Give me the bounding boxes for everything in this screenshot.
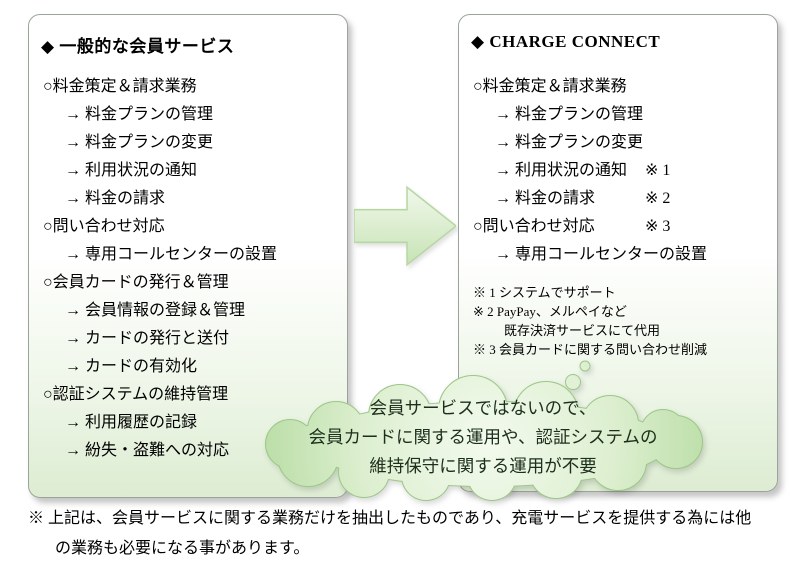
- panel-title-charge-connect: ◆ CHARGE CONNECT: [471, 32, 661, 51]
- service-item: → 利用履歴の記録: [65, 414, 198, 431]
- bubble-text: 会員サービスではないので、 会員カードに関する運用や、認証システムの 維持保守に…: [258, 394, 708, 481]
- service-item: ○会員カードの発行＆管理: [43, 274, 229, 291]
- general-service-panel: ◆ 一般的な会員サービス ○料金策定＆請求業務 → 料金プランの管理 → 料金プ…: [28, 14, 348, 498]
- service-item-text: → 料金の請求: [495, 190, 596, 207]
- service-item-text: → 利用状況の通知: [495, 162, 628, 179]
- flow-arrow: [354, 185, 456, 267]
- service-item: → 料金プランの変更: [65, 134, 214, 151]
- service-item-text: ○料金策定＆請求業務: [473, 78, 627, 95]
- note-mark: ※ 1: [645, 162, 671, 179]
- footer-line: の業務も必要になる事があります。: [55, 540, 310, 557]
- service-item: ○料金策定＆請求業務: [43, 78, 197, 95]
- service-item: → 専用コールセンターの設置: [65, 246, 278, 263]
- service-item: → 料金プランの管理: [65, 106, 214, 123]
- service-item: → 料金プランの変更: [473, 129, 771, 157]
- footnote-line: ※ 3 会員カードに関する問い合わせ削減: [473, 342, 708, 357]
- service-item: → 料金の請求 ※ 2: [473, 185, 771, 213]
- service-item: → 会員情報の登録＆管理: [65, 302, 246, 319]
- general-service-list: ○料金策定＆請求業務 → 料金プランの管理 → 料金プランの変更 → 利用状況の…: [43, 73, 341, 465]
- service-item: ○認証システムの維持管理: [43, 386, 229, 403]
- service-item-text: ○問い合わせ対応: [473, 218, 595, 235]
- service-item: → 利用状況の通知 ※ 1: [473, 157, 771, 185]
- charge-connect-list: ○料金策定＆請求業務 → 料金プランの管理 → 料金プランの変更 → 利用状況の…: [473, 73, 771, 269]
- service-item: → カードの有効化: [65, 358, 198, 375]
- service-item: ○問い合わせ対応 ※ 3: [473, 213, 771, 241]
- footnote-line: 既存決済サービスにて代用: [504, 323, 661, 338]
- footnotes-block: ※ 1 システムでサポート ※ 2 PayPay、メルペイなど 既存決済サービス…: [473, 283, 769, 359]
- panel-title-general: ◆ 一般的な会員サービス: [41, 37, 235, 56]
- bubble-line: 維持保守に関する運用が不要: [369, 456, 597, 476]
- service-item: ○料金策定＆請求業務: [473, 73, 771, 101]
- footer-line: ※ 上記は、会員サービスに関する業務だけを抽出したものであり、充電サービスを提供…: [28, 510, 752, 527]
- footnote-line: ※ 2 PayPay、メルペイなど: [473, 304, 627, 319]
- service-item: → 紛失・盗難への対応: [65, 442, 230, 459]
- service-item-text: → 料金プランの変更: [495, 134, 644, 151]
- bubble-line: 会員カードに関する運用や、認証システムの: [308, 427, 658, 447]
- service-item-text: → 料金プランの管理: [495, 106, 644, 123]
- note-mark: ※ 3: [645, 218, 671, 235]
- service-item-text: → 専用コールセンターの設置: [495, 246, 708, 263]
- footer-note: ※ 上記は、会員サービスに関する業務だけを抽出したものであり、充電サービスを提供…: [28, 504, 751, 564]
- service-item: → カードの発行と送付: [65, 330, 230, 347]
- service-item: → 料金プランの管理: [473, 101, 771, 129]
- bubble-line: 会員サービスではないので、: [369, 398, 597, 418]
- thought-cloud: [265, 360, 703, 501]
- service-item: → 料金の請求: [65, 190, 166, 207]
- note-mark: ※ 2: [645, 190, 671, 207]
- service-item: ○問い合わせ対応: [43, 218, 165, 235]
- footnote-line: ※ 1 システムでサポート: [473, 285, 616, 300]
- service-item: → 専用コールセンターの設置: [473, 241, 771, 269]
- service-item: → 利用状況の通知: [65, 162, 198, 179]
